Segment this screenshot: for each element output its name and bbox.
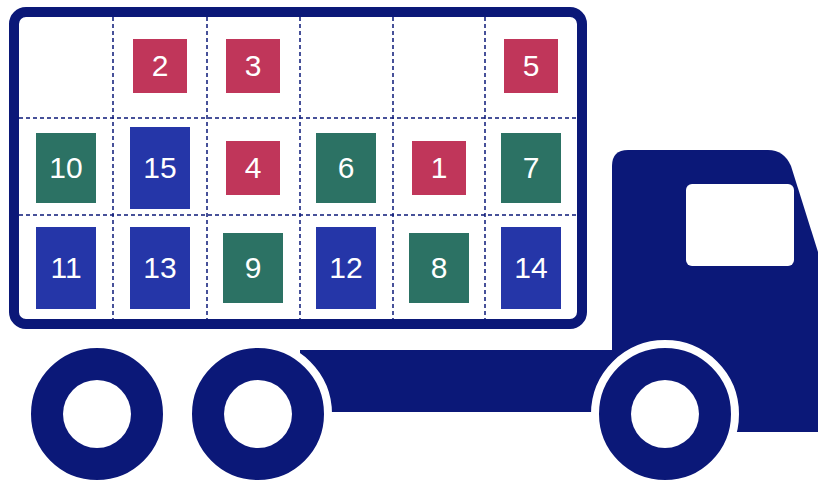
- cargo-crate: 6: [316, 133, 376, 203]
- truck-wheels: [27, 344, 735, 484]
- crate-number: 15: [143, 153, 176, 183]
- cargo-crate: 2: [133, 39, 187, 93]
- crate-number: 8: [431, 253, 448, 283]
- cargo-crate: 4: [226, 141, 280, 195]
- crate-number: 13: [143, 253, 176, 283]
- cargo-crate: 9: [223, 233, 283, 303]
- crate-number: 12: [329, 253, 362, 283]
- crate-number: 6: [338, 153, 355, 183]
- crate-number: 5: [523, 51, 540, 81]
- cargo-crate: 13: [130, 227, 190, 309]
- cargo-crate: 12: [316, 227, 376, 309]
- cargo-crate: 10: [36, 133, 96, 203]
- cargo-crate: 1: [412, 141, 466, 195]
- cargo-crate: 11: [36, 227, 96, 309]
- cargo-crate: 3: [226, 39, 280, 93]
- crate-number: 9: [245, 253, 262, 283]
- crate-number: 10: [49, 153, 82, 183]
- cargo-crate: 14: [501, 227, 561, 309]
- crate-number: 14: [514, 253, 547, 283]
- cab-window: [686, 184, 794, 266]
- crate-number: 11: [50, 253, 81, 283]
- crate-number: 2: [152, 51, 169, 81]
- cargo-crate: 7: [501, 133, 561, 203]
- cargo-box: [14, 12, 582, 324]
- crate-number: 7: [523, 153, 540, 183]
- cargo-crate: 15: [130, 127, 190, 209]
- cargo-crate: 8: [409, 233, 469, 303]
- cargo-grid: [19, 17, 577, 319]
- cargo-crate: 5: [504, 39, 558, 93]
- crate-number: 4: [245, 153, 262, 183]
- crate-number: 3: [245, 51, 262, 81]
- truck-chassis: [300, 350, 630, 412]
- crate-number: 1: [431, 153, 448, 183]
